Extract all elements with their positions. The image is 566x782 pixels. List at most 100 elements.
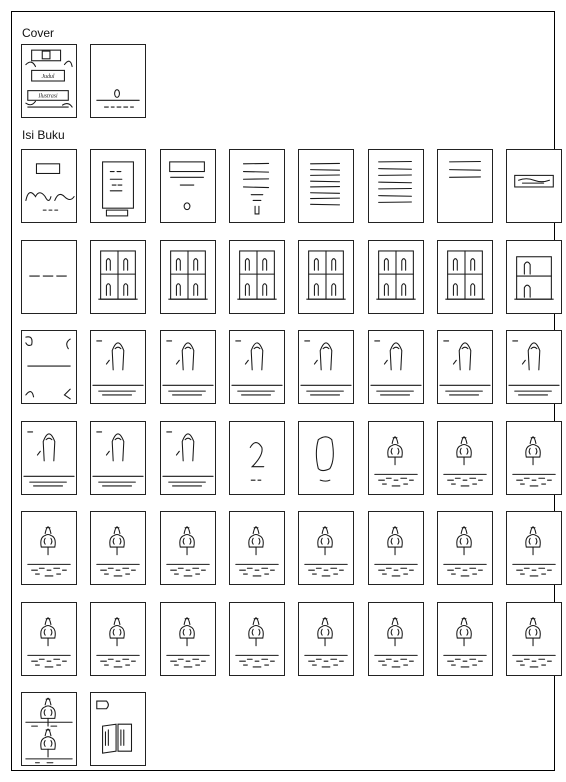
content-page-thumbnail[interactable] [229, 149, 285, 223]
content-page-thumbnail[interactable] [298, 330, 354, 404]
content-page-thumbnail[interactable] [506, 330, 562, 404]
window-4-sketch [299, 241, 353, 313]
dense-text-sketch [299, 150, 353, 222]
content-page-thumbnail[interactable] [437, 602, 493, 676]
content-page-thumbnail[interactable] [229, 511, 285, 585]
content-page-thumbnail[interactable] [368, 511, 424, 585]
figure-ground-sketch [161, 331, 215, 403]
figure-grass-sketch [22, 603, 76, 675]
content-page-thumbnail[interactable] [298, 602, 354, 676]
title-text-sketch [161, 150, 215, 222]
figure-grass-sketch [369, 422, 423, 494]
content-page-thumbnail[interactable] [90, 602, 146, 676]
figure-grass-sketch [507, 422, 561, 494]
figure-grass-sketch [22, 512, 76, 584]
content-page-thumbnail[interactable] [298, 149, 354, 223]
figure-ground-sketch [91, 331, 145, 403]
content-page-thumbnail[interactable] [298, 421, 354, 495]
box-wave-sketch [507, 150, 561, 222]
content-page-thumbnail[interactable] [506, 240, 562, 314]
content-page-thumbnail[interactable] [21, 511, 77, 585]
dash-line-sketch [22, 241, 76, 313]
double-figure-sketch [22, 693, 76, 765]
squiggle-sketch [230, 422, 284, 494]
figure-ground-sketch [22, 422, 76, 494]
content-page-thumbnail[interactable] [229, 602, 285, 676]
figure-grass-sketch [299, 512, 353, 584]
text-lines-sketch [369, 150, 423, 222]
content-page-thumbnail[interactable] [229, 421, 285, 495]
content-page-thumbnail[interactable] [160, 602, 216, 676]
content-page-thumbnail[interactable] [160, 421, 216, 495]
figure-grass-sketch [91, 512, 145, 584]
content-page-thumbnail[interactable] [90, 421, 146, 495]
figure-ground-sketch [230, 331, 284, 403]
content-section-label: Isi Buku [22, 128, 65, 142]
content-page-thumbnail[interactable] [437, 511, 493, 585]
content-page-thumbnail[interactable] [506, 602, 562, 676]
figure-grass-sketch [161, 512, 215, 584]
content-page-thumbnail[interactable] [298, 511, 354, 585]
content-page-thumbnail[interactable] [160, 149, 216, 223]
text-page-sketch [230, 150, 284, 222]
content-page-thumbnail[interactable] [229, 330, 285, 404]
content-page-thumbnail[interactable] [160, 240, 216, 314]
content-page-thumbnail[interactable] [437, 149, 493, 223]
figure-grass-sketch [438, 422, 492, 494]
content-page-thumbnail[interactable] [506, 149, 562, 223]
content-page-thumbnail[interactable] [437, 421, 493, 495]
content-page-thumbnail[interactable] [368, 149, 424, 223]
content-page-thumbnail[interactable] [21, 149, 77, 223]
content-page-thumbnail[interactable] [160, 511, 216, 585]
content-page-thumbnail[interactable] [90, 330, 146, 404]
figure-grass-sketch [369, 603, 423, 675]
content-page-thumbnail[interactable] [21, 240, 77, 314]
cover-section-label: Cover [22, 26, 54, 40]
window-4-sketch [161, 241, 215, 313]
content-page-thumbnail[interactable] [90, 149, 146, 223]
figure-ground-sketch [507, 331, 561, 403]
figure-grass-sketch [438, 512, 492, 584]
content-page-thumbnail[interactable] [229, 240, 285, 314]
cover-title-text: Judul [42, 74, 55, 80]
content-page-thumbnail[interactable] [90, 692, 146, 766]
figure-grass-sketch [230, 603, 284, 675]
content-page-thumbnail[interactable] [506, 421, 562, 495]
content-page-thumbnail[interactable] [368, 602, 424, 676]
book-closing-sketch [91, 693, 145, 765]
content-page-thumbnail[interactable] [160, 330, 216, 404]
content-page-thumbnail[interactable] [21, 421, 77, 495]
figure-ground-sketch [299, 331, 353, 403]
figure-ground-sketch [438, 331, 492, 403]
content-page-thumbnail[interactable] [21, 330, 77, 404]
figure-ground-sketch [369, 331, 423, 403]
figure-grass-sketch [438, 603, 492, 675]
cover-illustrator-text: Ilustrasi [37, 93, 58, 99]
content-page-thumbnail[interactable] [437, 240, 493, 314]
intro-hills-sketch [22, 150, 76, 222]
window-2-sketch [507, 241, 561, 313]
figure-grass-sketch [161, 603, 215, 675]
figure-grass-sketch [91, 603, 145, 675]
content-page-thumbnail[interactable] [90, 240, 146, 314]
content-page-thumbnail[interactable] [368, 240, 424, 314]
content-page-thumbnail[interactable] [437, 330, 493, 404]
content-page-thumbnail[interactable] [298, 240, 354, 314]
oval-sketch [299, 422, 353, 494]
content-page-thumbnail[interactable] [21, 602, 77, 676]
content-page-thumbnail[interactable] [368, 421, 424, 495]
content-page-thumbnail[interactable] [90, 511, 146, 585]
figure-ground-sketch [161, 422, 215, 494]
end-sketch [91, 45, 145, 117]
window-4-sketch [230, 241, 284, 313]
corner-ornament-sketch [22, 331, 76, 403]
content-page-thumbnail[interactable] [21, 692, 77, 766]
cover-page-thumbnail[interactable] [90, 44, 146, 118]
window-4-sketch [369, 241, 423, 313]
content-page-thumbnail[interactable] [368, 330, 424, 404]
figure-grass-sketch [230, 512, 284, 584]
content-page-thumbnail[interactable] [506, 511, 562, 585]
